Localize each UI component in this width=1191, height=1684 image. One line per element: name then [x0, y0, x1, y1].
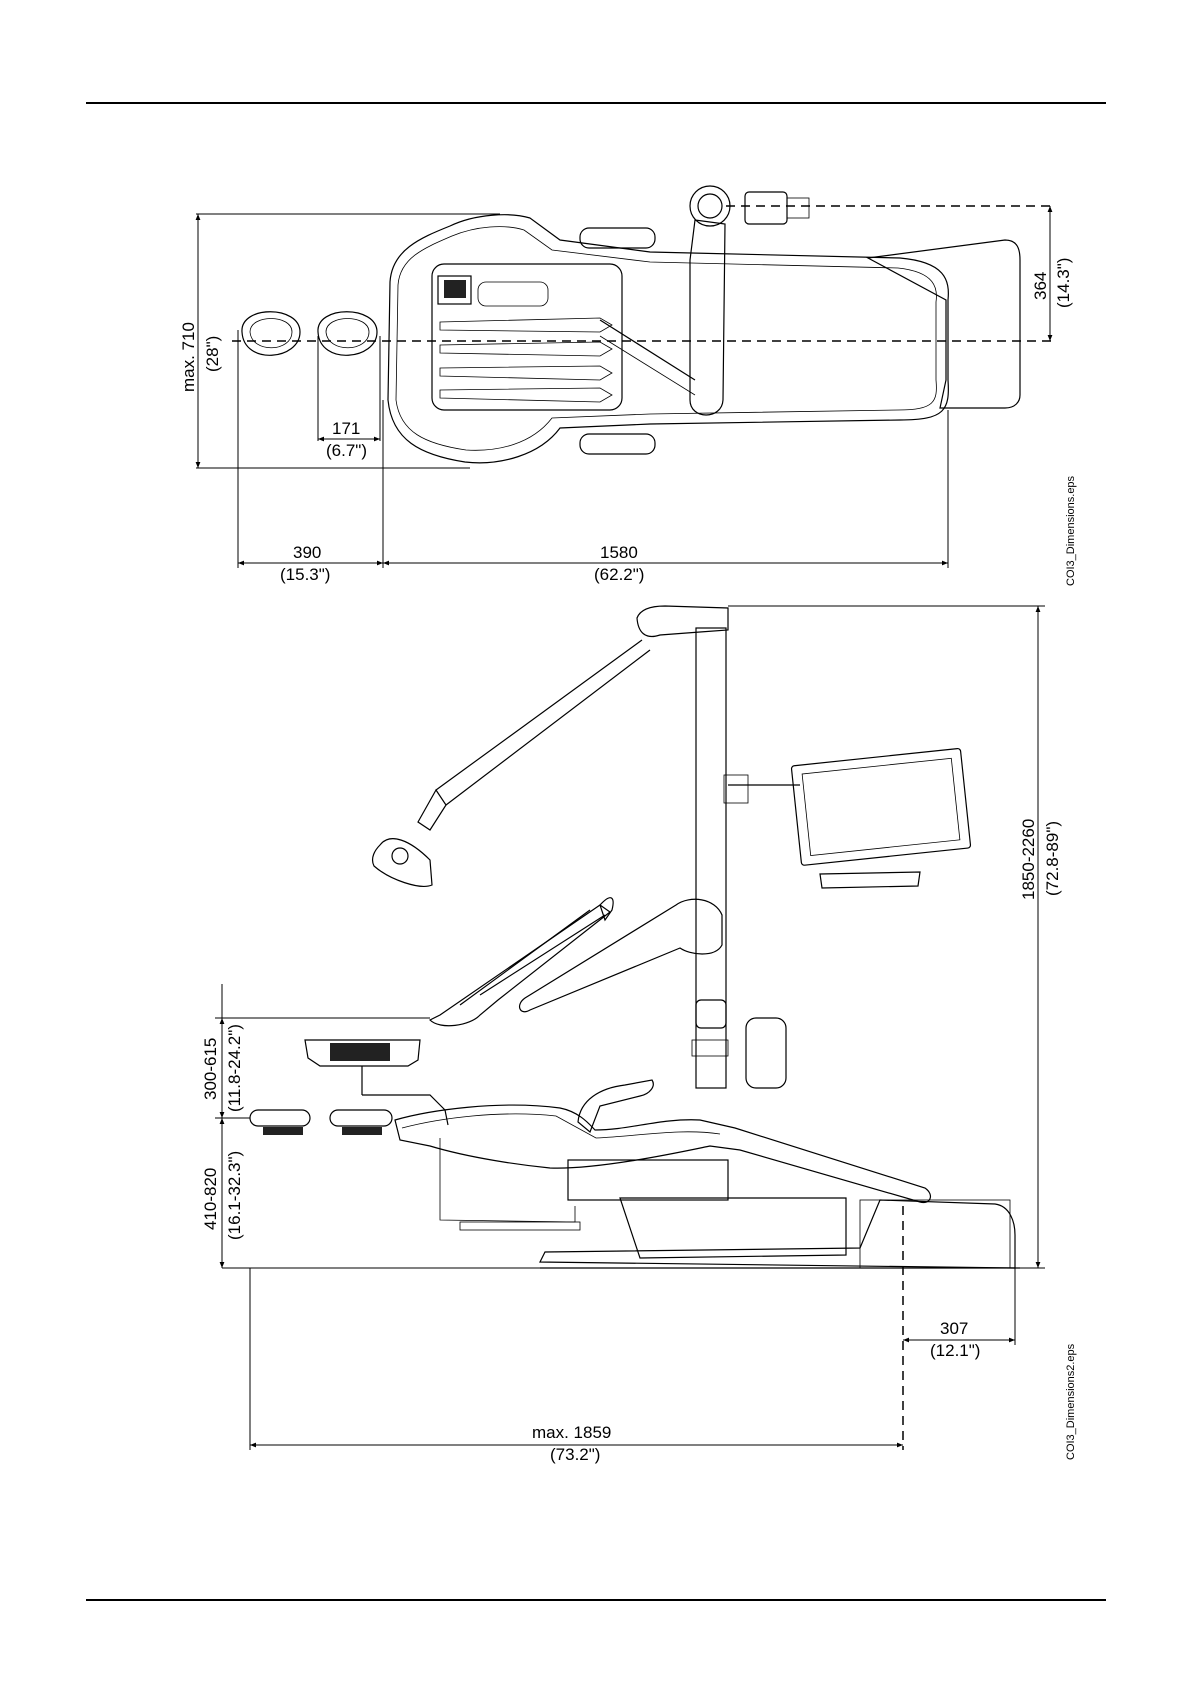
dim-head-ext-in: (15.3") — [280, 565, 330, 584]
chair-back — [395, 1105, 930, 1202]
dim-height-mm: 1850-2260 — [1019, 819, 1038, 900]
dim-base-in: (12.1") — [930, 1341, 980, 1360]
operating-light — [373, 839, 432, 887]
dim-seat-in: (16.1-32.3") — [225, 1151, 244, 1240]
dim-headrest-mm: 171 — [332, 419, 360, 438]
chair-outline — [388, 215, 948, 463]
side-view: 1850-2260 (72.8-89") 300-615 (11.8-24.2"… — [201, 606, 1077, 1464]
dim-tray-in: (11.8-24.2") — [225, 1024, 244, 1112]
top-view-filename: COI3_Dimensions.eps — [1065, 475, 1077, 586]
arm-head — [745, 192, 787, 224]
side-headrest-2 — [330, 1110, 392, 1126]
dim-length-mm: 1580 — [600, 543, 638, 562]
dim-seat-mm: 410-820 — [201, 1168, 220, 1230]
top-arm — [637, 606, 728, 636]
chair-base — [540, 1200, 1015, 1268]
delivery-arm — [690, 220, 725, 415]
dim-width-mm: max. 710 — [179, 322, 198, 392]
dim-height-in: (72.8-89") — [1043, 821, 1062, 896]
dim-reach-in: (73.2") — [550, 1445, 600, 1464]
top-view: max. 710 (28") 171 (6.7") 364 (14.3") 39… — [179, 186, 1077, 586]
column — [696, 628, 726, 1088]
foot-tray — [868, 240, 1020, 408]
dim-head-ext-mm: 390 — [293, 543, 321, 562]
armrest-bottom — [580, 434, 655, 454]
dim-length-in: (62.2") — [594, 565, 644, 584]
dim-width-in: (28") — [203, 336, 222, 372]
dim-tray-mm: 300-615 — [201, 1038, 220, 1100]
dim-base-mm: 307 — [940, 1319, 968, 1338]
dim-headrest-in: (6.7") — [326, 441, 367, 460]
side-view-filename: COI3_Dimensions2.eps — [1065, 1343, 1077, 1460]
armrest-top — [580, 228, 655, 248]
doctor-arm — [520, 899, 722, 1011]
dim-offset-in: (14.3") — [1054, 258, 1073, 308]
side-headrest-1 — [250, 1110, 310, 1126]
arm-pivot — [690, 186, 730, 226]
dim-reach-mm: max. 1859 — [532, 1423, 611, 1442]
dim-offset-mm: 364 — [1031, 272, 1050, 300]
